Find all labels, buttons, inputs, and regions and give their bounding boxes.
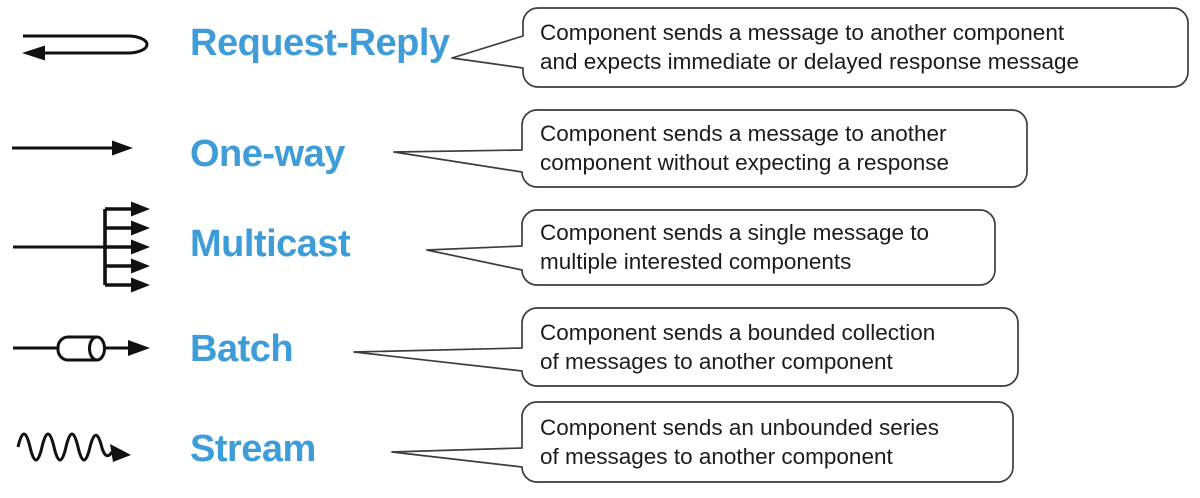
pattern-description-multicast: Component sends a single message to mult… [540, 218, 929, 276]
description-line: of messages to another component [540, 349, 893, 374]
stream-wave-arrow-icon [16, 432, 131, 462]
pattern-description-request-reply: Component sends a message to another com… [540, 18, 1079, 76]
pattern-label-request-reply: Request-Reply [190, 22, 450, 64]
request-reply-loopback-arrow-icon [22, 34, 149, 61]
multicast-fanout-arrows-icon [13, 201, 150, 293]
description-line: multiple interested components [540, 249, 852, 274]
description-line: Component sends a bounded collection [540, 320, 936, 345]
batch-callout-bubble [353, 307, 1019, 387]
pattern-description-stream: Component sends an unbounded series of m… [540, 413, 939, 471]
description-line: Component sends a message to another [540, 121, 947, 146]
description-line: component without expecting a response [540, 150, 950, 175]
description-line: Component sends an unbounded series [540, 415, 940, 440]
pattern-description-batch: Component sends a bounded collection of … [540, 318, 935, 376]
description-line: and expects immediate or delayed respons… [540, 49, 1080, 74]
description-line: of messages to another component [540, 444, 893, 469]
description-line: Component sends a message to another com… [540, 20, 1065, 45]
pattern-label-batch: Batch [190, 328, 294, 370]
stream-callout-bubble [391, 401, 1014, 483]
request-reply-callout-bubble [451, 7, 1189, 88]
description-line: Component sends a single message to [540, 220, 929, 245]
pattern-label-one-way: One-way [190, 133, 345, 175]
one-way-arrow-icon [12, 140, 133, 156]
pattern-description-one-way: Component sends a message to another com… [540, 119, 949, 177]
multicast-callout-bubble [426, 209, 996, 286]
pattern-label-stream: Stream [190, 428, 316, 470]
pattern-label-multicast: Multicast [190, 223, 351, 265]
batch-cylinder-arrow-icon [13, 335, 150, 362]
one-way-callout-bubble [393, 109, 1028, 188]
